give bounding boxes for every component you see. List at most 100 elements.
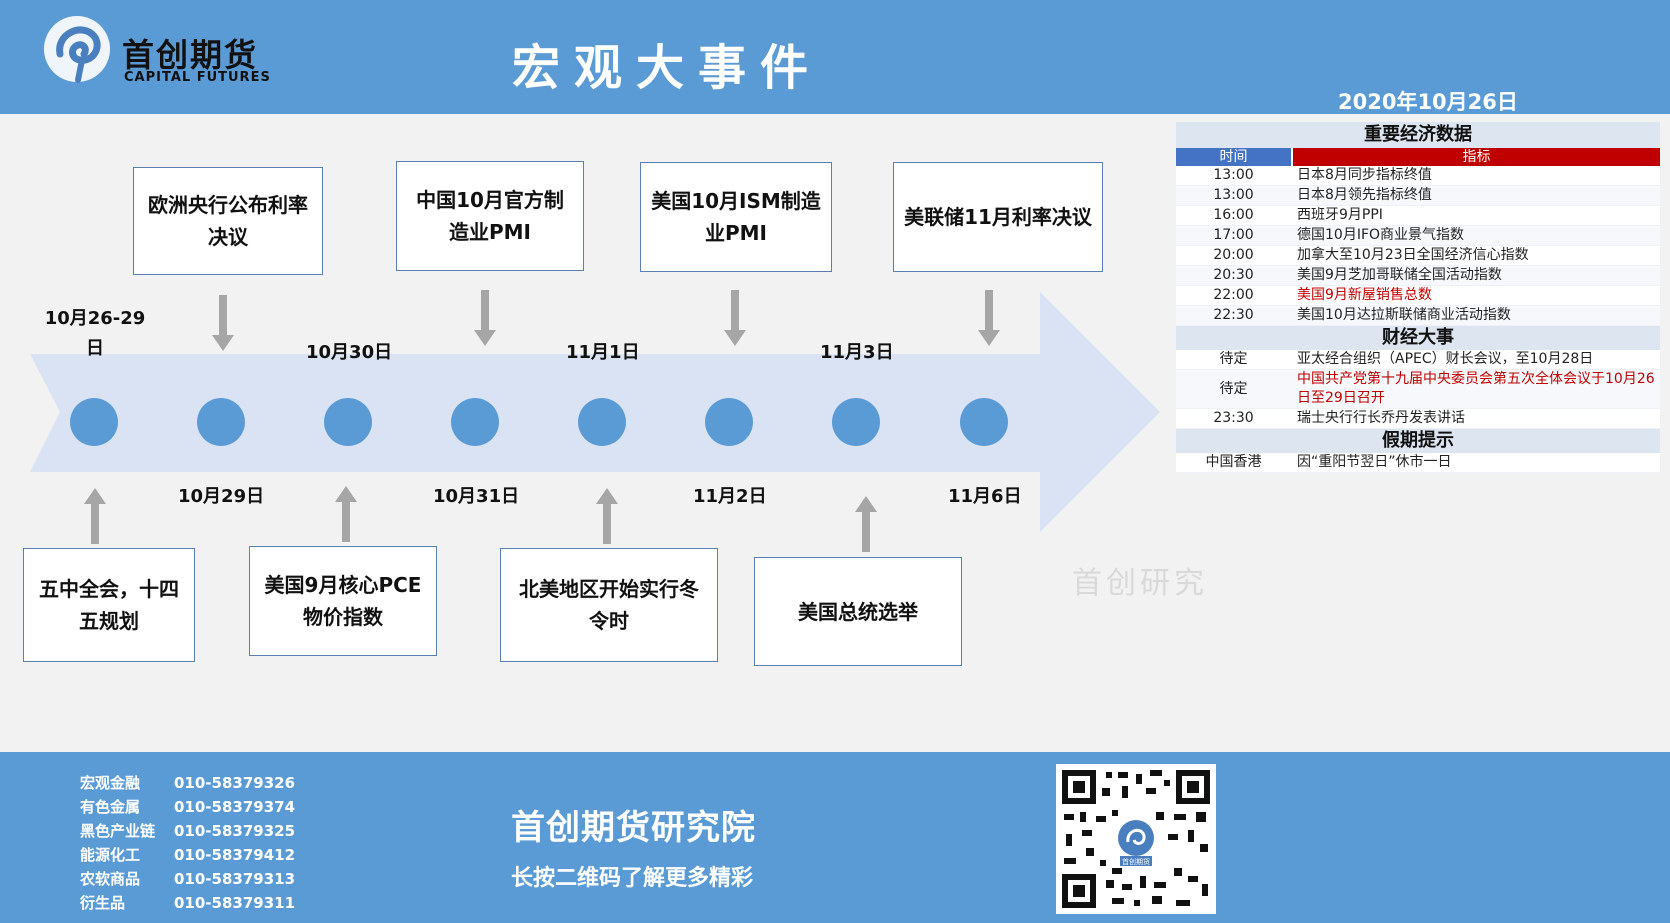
- row-time: 13:00: [1213, 187, 1254, 203]
- contact-phone[interactable]: 010-58379374: [174, 798, 296, 816]
- event-box-top: 美国10月ISM制造业PMI: [640, 162, 832, 272]
- qr-code-icon[interactable]: 首创期货: [1056, 764, 1216, 914]
- arrow-up-icon: [855, 496, 877, 552]
- holiday-section-title: 假期提示: [1176, 429, 1660, 453]
- arrow-down-icon: [474, 290, 496, 346]
- timeline-date: 10月31日: [433, 486, 520, 507]
- arrow-up-icon: [84, 488, 106, 544]
- table-row: 20:30 美国9月芝加哥联储全国活动指数: [1176, 266, 1660, 286]
- row-time: 17:00: [1213, 227, 1254, 243]
- event-box-top: 欧洲央行公布利率决议: [133, 167, 323, 275]
- contact-line: 农软商品 010-58379313: [80, 868, 295, 889]
- contact-line: 黑色产业链 010-58379325: [80, 820, 295, 841]
- table-row: 待定 中国共产党第十九届中央委员会第五次全体会议于10月26日至29日召开: [1176, 370, 1660, 409]
- row-description: 美国9月芝加哥联储全国活动指数: [1297, 267, 1502, 283]
- events-section-title: 财经大事: [1176, 326, 1660, 350]
- econ-data-rows: 13:00 日本8月同步指标终值 13:00 日本8月领先指标终值 16:00 西班牙9月…: [1176, 166, 1660, 326]
- timeline-date: 11月1日: [566, 342, 640, 363]
- arrow-up-icon: [596, 488, 618, 544]
- row-description: 美国10月达拉斯联储商业活动指数: [1297, 307, 1511, 323]
- contact-department: 农软商品: [80, 870, 141, 888]
- contact-phone[interactable]: 010-58379325: [174, 822, 296, 840]
- timeline-dot: [197, 398, 245, 446]
- timeline-dot: [705, 398, 753, 446]
- table-row: 待定亚太经合组织（APEC）财长会议，至10月28日: [1176, 350, 1660, 370]
- column-header-indicator: 指标: [1293, 148, 1660, 166]
- timeline-date: 10月29日: [178, 486, 265, 507]
- header-banner: 首创期货 CAPITAL FUTURES 宏观大事件 2020年10月26日: [0, 0, 1670, 114]
- event-box-bottom: 美国9月核心PCE物价指数: [249, 546, 437, 656]
- event-box-bottom: 五中全会，十四五规划: [23, 548, 195, 662]
- contact-phone[interactable]: 010-58379313: [174, 870, 296, 888]
- row-time: 20:30: [1213, 267, 1254, 283]
- contact-department: 衍生品: [80, 894, 126, 912]
- arrow-up-icon: [335, 486, 357, 542]
- table-row: 22:00 美国9月新屋销售总数: [1176, 286, 1660, 306]
- row-time: 中国香港: [1205, 454, 1262, 470]
- row-time: 20:00: [1213, 247, 1254, 263]
- contact-department: 有色金属: [80, 798, 141, 816]
- panel-title: 重要经济数据: [1176, 122, 1660, 148]
- row-description: 德国10月IFO商业景气指数: [1297, 227, 1465, 243]
- row-description: 日本8月领先指标终值: [1297, 187, 1432, 203]
- timeline-date: 10月30日: [306, 342, 393, 363]
- row-time: 13:00: [1213, 167, 1254, 183]
- timeline-date: 10月26-29日: [44, 308, 146, 359]
- event-rows: 待定亚太经合组织（APEC）财长会议，至10月28日待定 中国共产党第十九届中央委…: [1176, 350, 1660, 429]
- row-description: 西班牙9月PPI: [1297, 207, 1383, 223]
- timeline-dot: [578, 398, 626, 446]
- table-row: 13:00 日本8月同步指标终值: [1176, 166, 1660, 186]
- contact-line: 能源化工 010-58379412: [80, 844, 295, 865]
- timeline-date: 11月6日: [948, 486, 1022, 507]
- timeline-dot: [960, 398, 1008, 446]
- row-time: 22:30: [1213, 307, 1254, 323]
- table-row: 中国香港 因“重阳节翌日”休市一日: [1176, 453, 1660, 473]
- logo-text-en: CAPITAL FUTURES: [124, 70, 271, 85]
- contact-line: 有色金属 010-58379374: [80, 796, 295, 817]
- row-description: 亚太经合组织（APEC）财长会议，至10月28日: [1297, 351, 1594, 367]
- slogan-text: 长按二维码了解更多精彩: [511, 866, 754, 891]
- arrow-down-icon: [978, 290, 1000, 346]
- row-time: 16:00: [1213, 207, 1254, 223]
- table-row: 22:30 美国10月达拉斯联储商业活动指数: [1176, 306, 1660, 326]
- contact-phone[interactable]: 010-58379326: [174, 774, 296, 792]
- table-row: 16:00 西班牙9月PPI: [1176, 206, 1660, 226]
- table-row: 20:00 加拿大至10月23日全国经济信心指数: [1176, 246, 1660, 266]
- row-description: 因“重阳节翌日”休市一日: [1297, 454, 1452, 470]
- row-time: 待定: [1219, 380, 1248, 397]
- row-time: 23:30: [1213, 410, 1254, 426]
- contact-phone[interactable]: 010-58379412: [174, 846, 296, 864]
- contact-department: 能源化工: [80, 846, 141, 864]
- contact-department: 黑色产业链: [80, 822, 156, 840]
- timeline-dot: [451, 398, 499, 446]
- arrow-down-icon: [724, 290, 746, 346]
- economic-data-panel: 重要经济数据 时间 指标 13:00 日本8月同步指标终值 13:00 日本8月领先指…: [1176, 122, 1660, 473]
- institute-name: 首创期货研究院: [511, 808, 756, 848]
- footer-banner: [0, 752, 1670, 923]
- holiday-rows: 中国香港 因“重阳节翌日”休市一日: [1176, 453, 1660, 473]
- contact-line: 衍生品 010-58379311: [80, 892, 295, 913]
- row-description: 美国9月新屋销售总数: [1297, 287, 1432, 303]
- qr-logo-text: 首创期货: [1122, 857, 1150, 866]
- timeline-dot: [70, 398, 118, 446]
- event-box-top: 中国10月官方制造业PMI: [396, 161, 584, 271]
- row-description: 日本8月同步指标终值: [1297, 167, 1432, 183]
- row-time: 22:00: [1213, 287, 1254, 303]
- event-box-bottom: 北美地区开始实行冬令时: [500, 548, 718, 662]
- contact-phone[interactable]: 010-58379311: [174, 894, 296, 912]
- timeline-date: 11月2日: [693, 486, 767, 507]
- row-description: 加拿大至10月23日全国经济信心指数: [1297, 247, 1529, 263]
- contact-department: 宏观金融: [80, 774, 141, 792]
- page-title: 宏观大事件: [512, 40, 823, 96]
- company-logo-icon: [44, 16, 110, 83]
- timeline-dot: [832, 398, 880, 446]
- table-row: 17:00 德国10月IFO商业景气指数: [1176, 226, 1660, 246]
- event-box-top: 美联储11月利率决议: [893, 162, 1103, 272]
- table-row: 13:00 日本8月领先指标终值: [1176, 186, 1660, 206]
- event-box-bottom: 美国总统选举: [754, 557, 962, 666]
- row-description: 中国共产党第十九届中央委员会第五次全体会议于10月26日至29日召开: [1297, 371, 1655, 406]
- row-description: 瑞士央行行长乔丹发表讲话: [1297, 410, 1465, 426]
- watermark-text: 首创研究: [1072, 566, 1208, 601]
- column-header-time: 时间: [1176, 148, 1291, 166]
- timeline-date: 11月3日: [820, 342, 894, 363]
